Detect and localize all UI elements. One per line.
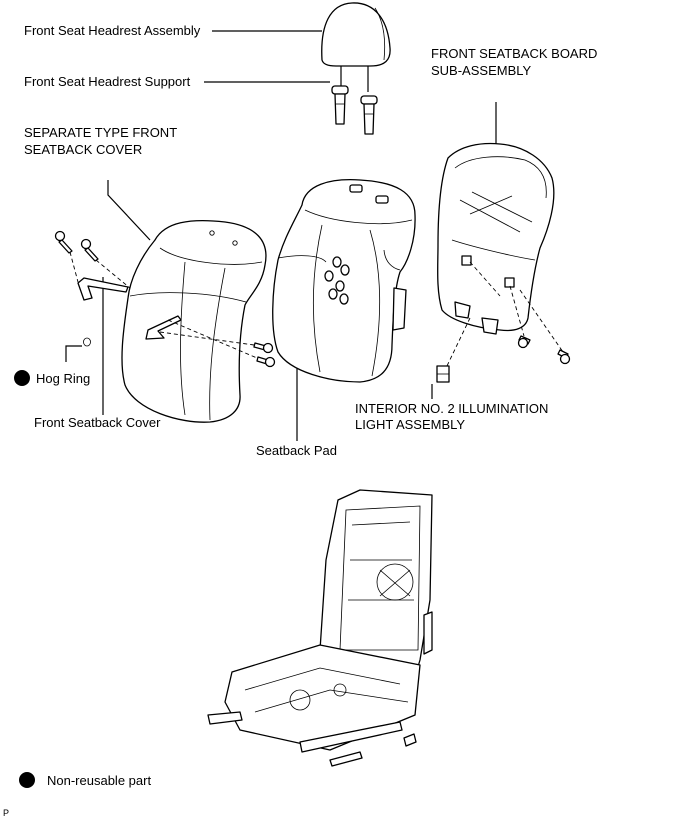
legend-text: Non-reusable part — [47, 773, 151, 788]
bolt-left-lower — [80, 238, 99, 262]
label-separate-cover-1: SEPARATE TYPE FRONT — [24, 125, 177, 140]
illumination-light-drawing — [436, 365, 450, 383]
label-separate-cover-2: SEATBACK COVER — [24, 142, 142, 157]
label-seatback-pad: Seatback Pad — [256, 443, 337, 458]
label-headrest-support: Front Seat Headrest Support — [24, 74, 191, 89]
label-headrest-assembly: Front Seat Headrest Assembly — [24, 23, 201, 38]
seat-frame-drawing — [207, 489, 433, 767]
bolt-left-upper — [54, 230, 73, 254]
label-illumination-2: LIGHT ASSEMBLY — [355, 417, 465, 432]
non-reusable-icon — [14, 370, 30, 386]
bolt-right-lower — [256, 356, 276, 368]
legend-symbol-icon — [19, 772, 35, 788]
label-illumination-1: INTERIOR NO. 2 ILLUMINATION — [355, 401, 548, 416]
leader-separate-cover — [107, 180, 151, 241]
label-seatback-board-1: FRONT SEATBACK BOARD — [431, 46, 597, 61]
seatback-pad-drawing — [272, 179, 416, 383]
headrest-drawing — [321, 2, 391, 92]
screw-board-left — [517, 335, 531, 349]
headrest-support-drawing — [331, 85, 378, 135]
seatback-board-drawing — [437, 142, 555, 335]
label-seatback-cover: Front Seatback Cover — [34, 415, 161, 430]
footer-code: P — [3, 808, 9, 818]
screw-board-right — [557, 349, 571, 365]
label-seatback-board-2: SUB-ASSEMBLY — [431, 63, 532, 78]
leader-hog-ring — [65, 345, 82, 362]
seatback-cover-drawing — [77, 219, 267, 423]
hog-ring-drawing — [83, 337, 91, 347]
label-hog-ring: Hog Ring — [36, 371, 90, 386]
bolt-right-upper — [253, 342, 274, 354]
